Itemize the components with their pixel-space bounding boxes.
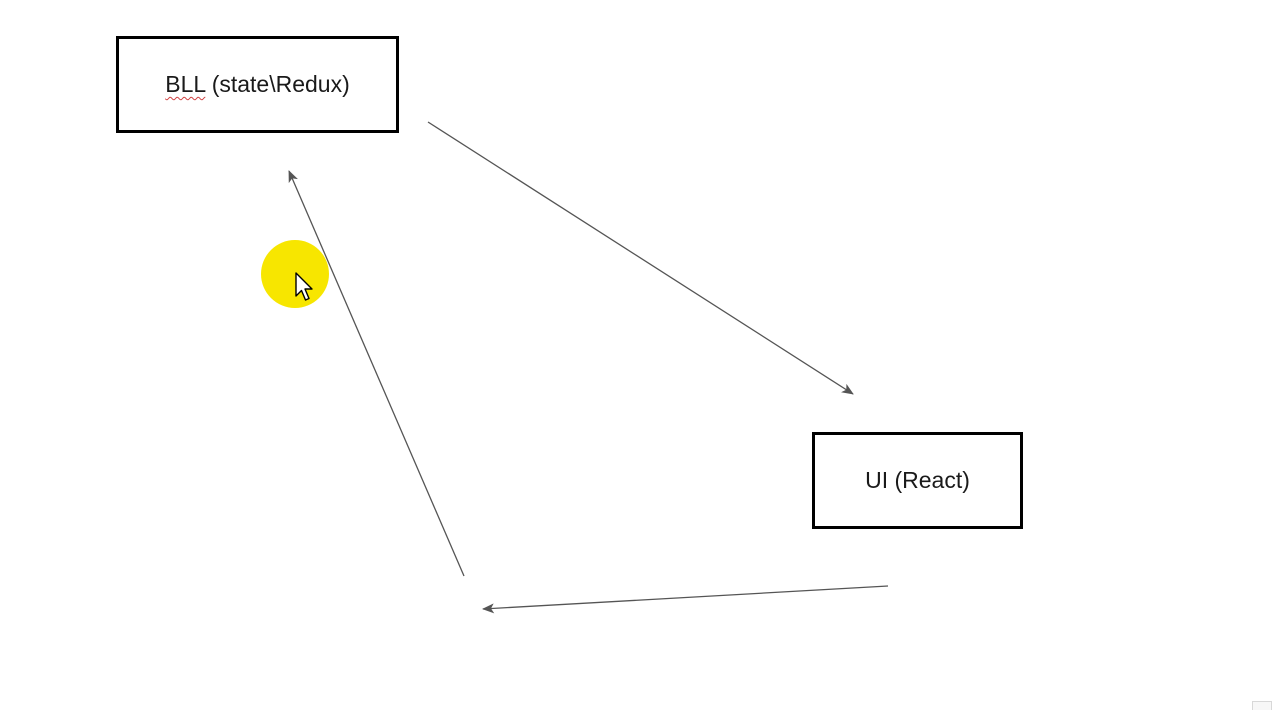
ui-node[interactable]: UI (React) bbox=[812, 432, 1023, 529]
mouse-pointer-icon bbox=[295, 272, 313, 301]
ui-node-label: UI (React) bbox=[865, 467, 970, 493]
bll-node[interactable]: BLL (state\Redux) bbox=[116, 36, 399, 133]
cursor-highlight bbox=[261, 240, 329, 308]
arrow-bll-to-ui bbox=[427, 121, 854, 395]
bll-node-label-prefix: BLL bbox=[165, 71, 206, 97]
bll-node-label-rest: (state\Redux) bbox=[205, 71, 350, 97]
arrow-bottom-to-bll bbox=[288, 170, 465, 577]
arrow-ui-to-bottom bbox=[482, 585, 889, 614]
bll-node-label: BLL (state\Redux) bbox=[165, 71, 350, 98]
corner-widget bbox=[1252, 701, 1272, 710]
